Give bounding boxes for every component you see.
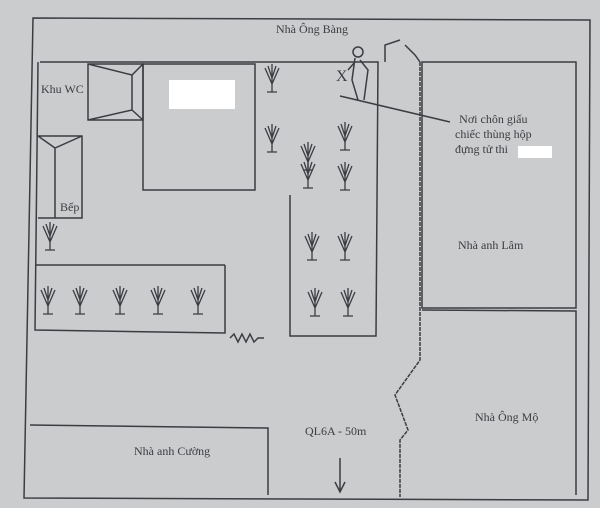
- house-lam-outline: [421, 61, 577, 309]
- road-arrow: [334, 458, 346, 494]
- burial-note-line: chiếc thùng hộp: [455, 127, 532, 141]
- burial-note: Nơi chôn giấu chiếc thùng hộp đựng tử th…: [455, 112, 532, 157]
- outer-boundary: [23, 17, 591, 501]
- redaction-victim-name: [518, 146, 552, 158]
- label-kitchen: Bếp: [60, 200, 80, 214]
- tree-icon: [337, 122, 353, 151]
- tree-icon: [300, 142, 316, 171]
- tree-icon: [337, 232, 353, 261]
- label-house-mo: Nhà Ông Mộ: [475, 410, 539, 424]
- tree-icon: [300, 160, 316, 189]
- person-head: [352, 46, 364, 58]
- pointer-line: [339, 95, 451, 123]
- redaction-house-name: [169, 80, 235, 109]
- burial-mark: X: [336, 68, 348, 85]
- tree-icon: [42, 222, 58, 251]
- person-body: [347, 57, 369, 101]
- house-cuong-outline: [29, 424, 269, 495]
- tree-icon: [337, 162, 353, 191]
- main-house: [142, 63, 256, 191]
- label-north-house: Nhà Ông Bàng: [276, 22, 348, 36]
- kitchen-block: [37, 135, 83, 219]
- label-wc: Khu WC: [41, 82, 84, 96]
- burial-note-line: đựng tử thi: [455, 142, 509, 156]
- wc-block: [87, 63, 144, 121]
- compound-wall: [34, 61, 379, 337]
- tree-icon: [264, 64, 280, 93]
- path-right-edge: [394, 62, 421, 497]
- label-house-lam: Nhà anh Lâm: [458, 238, 524, 252]
- path-left-edge: [384, 39, 421, 63]
- tree-icon: [190, 286, 206, 315]
- tree-icon: [40, 286, 56, 315]
- label-house-cuong: Nhà anh Cường: [134, 444, 211, 458]
- tree-icon: [307, 288, 323, 317]
- tree-icon: [112, 286, 128, 315]
- fence-zigzag: [229, 332, 264, 344]
- tree-icon: [264, 124, 280, 153]
- tree-icon: [72, 286, 88, 315]
- label-road: QL6A - 50m: [305, 424, 367, 438]
- tree-icon: [304, 232, 320, 261]
- tree-icon: [340, 288, 356, 317]
- burial-note-line: Nơi chôn giấu: [459, 112, 528, 126]
- house-mo-outline: [421, 309, 577, 495]
- tree-icon: [150, 286, 166, 315]
